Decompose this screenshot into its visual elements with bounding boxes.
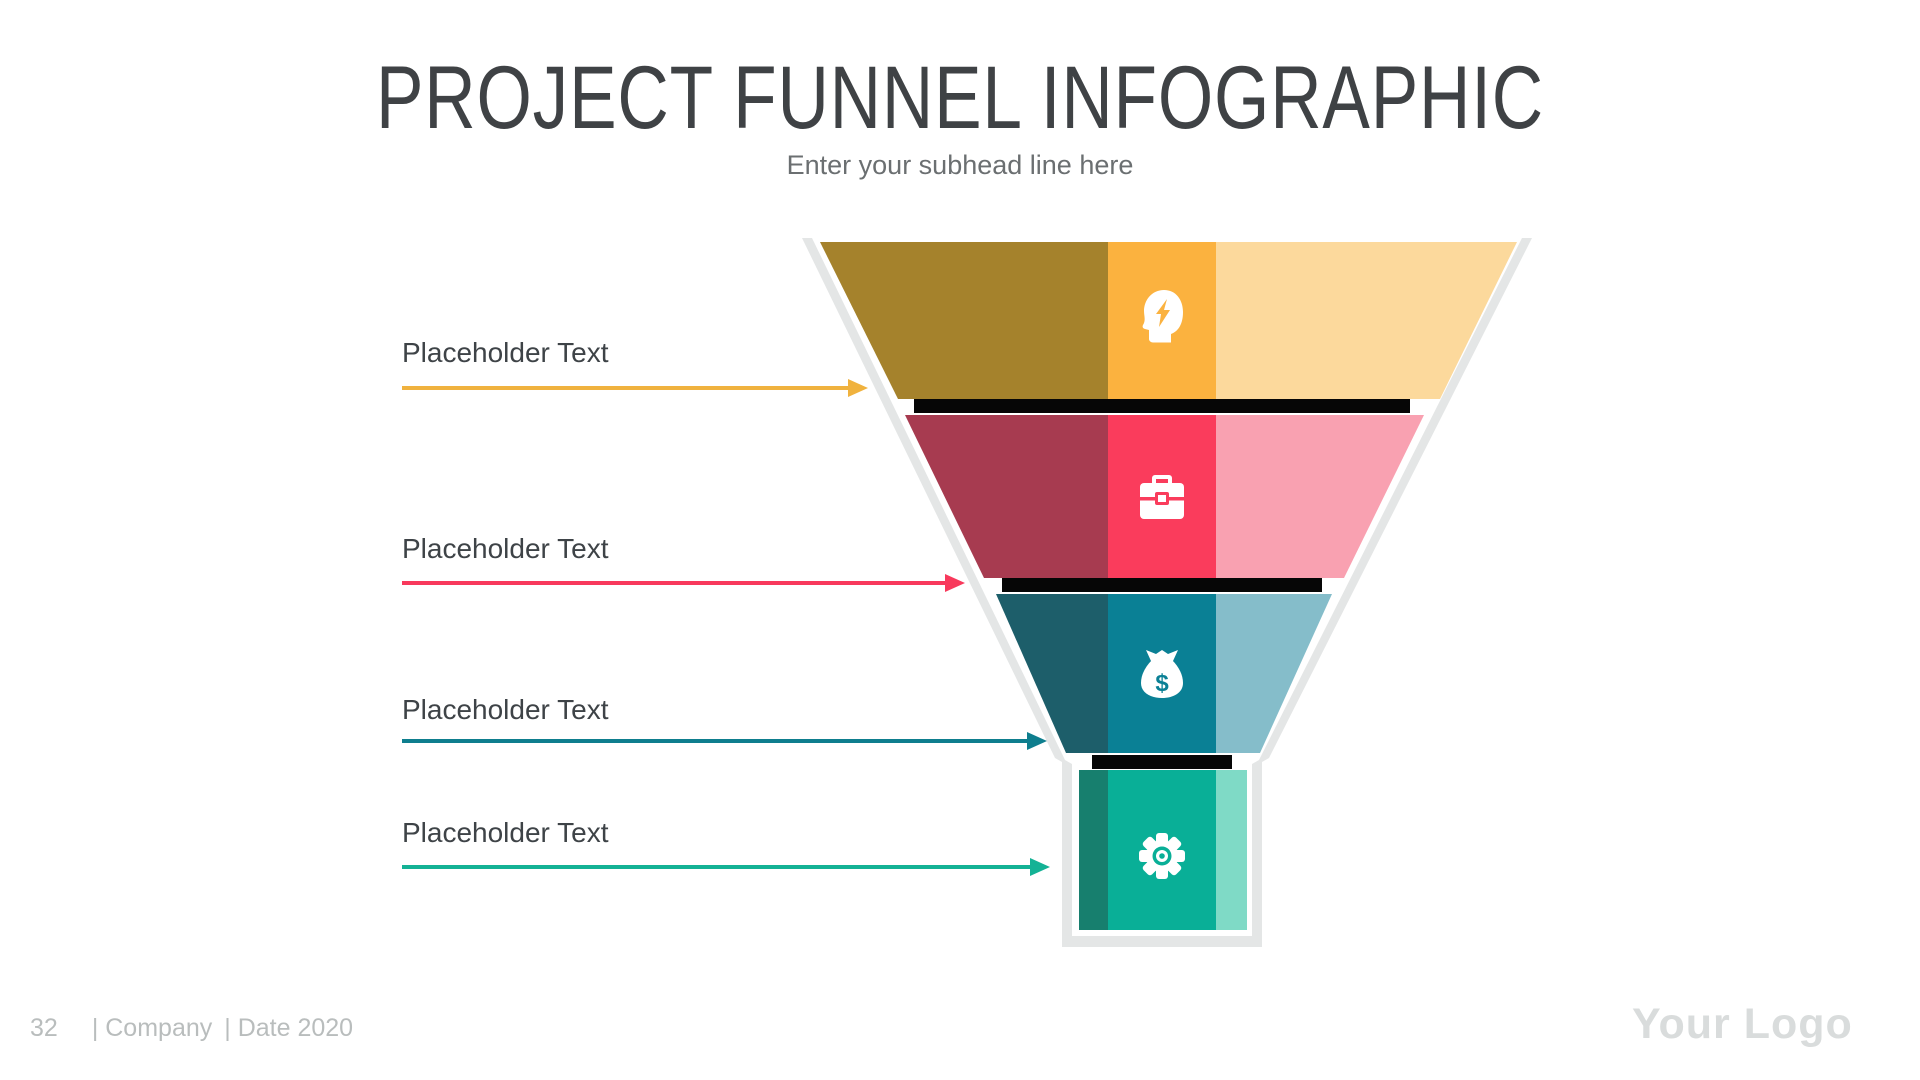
placeholder-label-2: Placeholder Text [402,533,609,564]
logo-placeholder: Your Logo [1632,1000,1853,1048]
arrow-3-head [1027,732,1047,750]
funnel-level-1-light [1216,242,1517,399]
arrow-3 [402,732,1047,750]
footer-company: | Company [91,1014,213,1042]
money-bag-icon: $ [1141,650,1183,698]
arrow-2 [402,574,965,592]
footer-date: | Date 2020 [224,1014,354,1042]
funnel-level-2-dark [905,415,1108,578]
arrow-1-head [848,379,868,397]
page-subtitle: Enter your subhead line here [786,150,1134,180]
arrow-1 [402,379,868,397]
funnel-level-4-light [1216,770,1247,930]
funnel-separator-1 [914,399,1410,413]
arrow-4 [402,858,1050,876]
funnel-level-3-light [1216,594,1332,753]
funnel-separator-2 [1002,578,1322,592]
arrow-4-head [1030,858,1050,876]
funnel-level-3-dark [996,594,1108,753]
funnel-separator-3 [1092,755,1232,769]
idea-head-icon [1142,290,1183,343]
dollar-glyph: $ [1155,670,1169,697]
placeholder-label-1: Placeholder Text [402,337,609,368]
footer: 32 | Company | Date 2020 [30,1014,353,1043]
placeholder-label-3: Placeholder Text [402,694,609,725]
briefcase-icon [1140,475,1184,519]
arrow-2-head [945,574,965,592]
funnel-level-2-light [1216,415,1424,578]
funnel-level-1-dark [820,242,1108,399]
funnel-level-4-dark [1079,770,1108,930]
page-number: 32 [30,1014,58,1042]
gear-icon [1139,833,1185,879]
page-title: PROJECT FUNNEL INFOGRAPHIC [375,47,1545,147]
placeholder-label-4: Placeholder Text [402,817,609,848]
